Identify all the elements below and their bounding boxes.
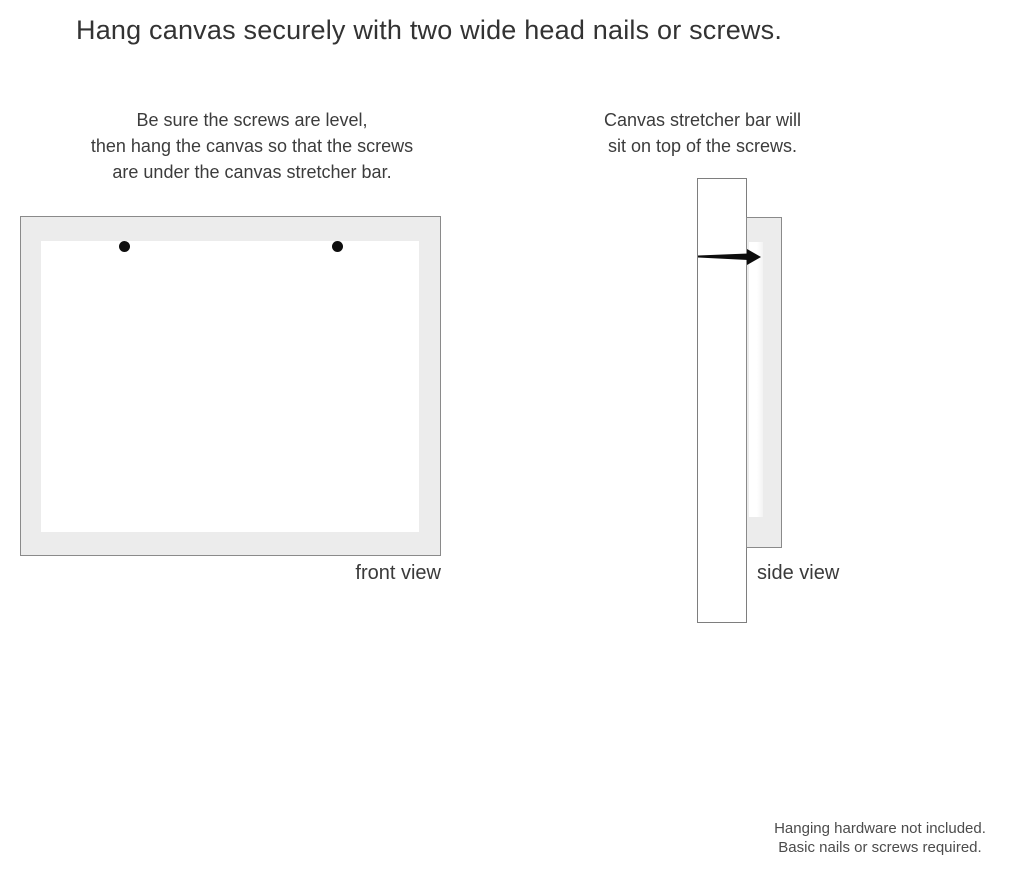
instruction-line: Be sure the screws are level, xyxy=(136,110,368,130)
front-view-label: front view xyxy=(355,562,441,584)
side-view-instructions: Canvas stretcher bar will sit on top of … xyxy=(560,107,845,159)
instruction-line: are under the canvas stretcher bar. xyxy=(112,162,392,182)
canvas-edge xyxy=(749,242,763,517)
front-view-instructions: Be sure the screws are level, then hang … xyxy=(40,107,464,185)
canvas-face xyxy=(41,241,419,532)
side-view-label: side view xyxy=(757,562,840,584)
footnote-line: Basic nails or screws required. xyxy=(778,839,982,856)
instruction-line: then hang the canvas so that the screws xyxy=(90,136,414,156)
front-view-canvas xyxy=(20,216,441,556)
instruction-line: sit on top of the screws. xyxy=(607,136,798,156)
screw-icon xyxy=(332,241,343,252)
instruction-line: Canvas stretcher bar will xyxy=(603,110,802,130)
side-view-canvas xyxy=(746,217,782,548)
screw-icon xyxy=(119,241,130,252)
footnote-line: Hanging hardware not included. xyxy=(774,820,986,837)
hardware-footnote: Hanging hardware not included. Basic nai… xyxy=(740,819,1020,857)
side-view-wall-bar xyxy=(697,178,747,623)
page-title: Hang canvas securely with two wide head … xyxy=(76,15,783,45)
nail-icon xyxy=(698,249,761,265)
